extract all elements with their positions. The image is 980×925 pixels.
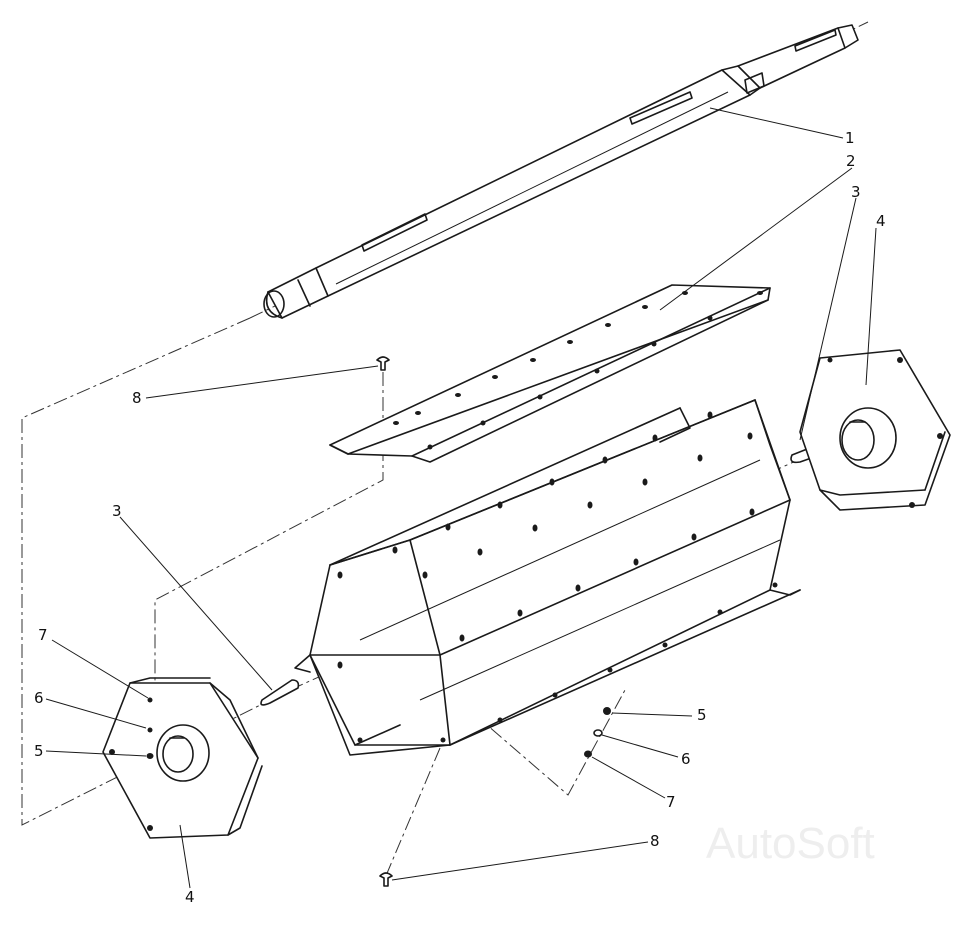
shaft-part (263, 24, 859, 319)
callout-1: 1 (845, 129, 855, 147)
callout-labels: 1 2 3 4 8 3 7 6 5 4 5 6 7 8 (34, 129, 886, 906)
end-plate-left-part (102, 677, 263, 839)
callout-8-bottom: 8 (650, 832, 660, 850)
fasteners (146, 356, 611, 887)
hexagonal-beater-body (294, 399, 801, 756)
watermark-text: AutoSoft (706, 819, 875, 868)
callout-7-left: 7 (38, 626, 48, 644)
callout-5-right: 5 (697, 706, 707, 724)
end-plate-right-part (799, 349, 951, 511)
callout-6-right: 6 (681, 750, 691, 768)
beater-body-holes (337, 411, 778, 743)
callout-7-right: 7 (666, 793, 676, 811)
angle-bar-holes (393, 291, 763, 450)
leader-lines (45, 107, 877, 889)
callout-3-right: 3 (851, 183, 861, 201)
callout-2: 2 (846, 152, 856, 170)
callout-4-right: 4 (876, 212, 886, 230)
key-left-part (260, 679, 300, 706)
callout-6-left: 6 (34, 689, 44, 707)
callout-3-left: 3 (112, 502, 122, 520)
callout-5-left: 5 (34, 742, 44, 760)
callout-8-top: 8 (132, 389, 142, 407)
callout-4-left: 4 (185, 888, 195, 906)
